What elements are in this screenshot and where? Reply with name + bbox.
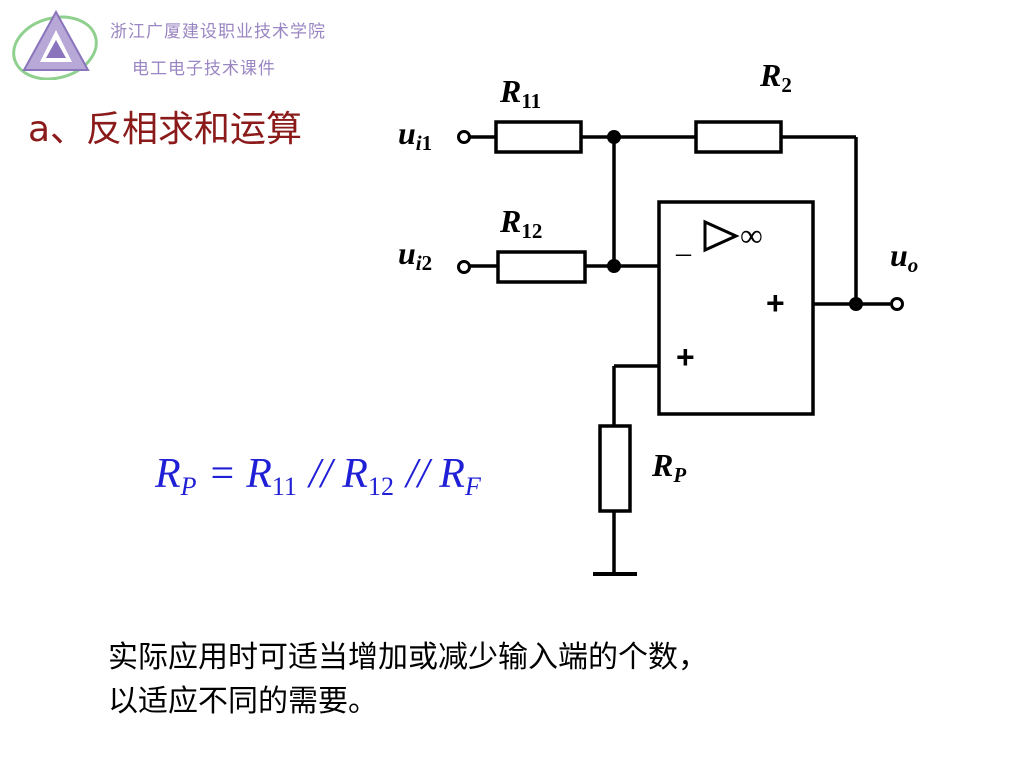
note-line-1: 实际应用时可适当增加或减少输入端的个数，: [108, 640, 708, 675]
label-r2: R2: [759, 57, 792, 97]
note-line-2: 以适应不同的需要。: [108, 684, 378, 719]
terminal-ui2: [457, 260, 471, 274]
resistor-r2: [694, 120, 783, 154]
resistor-rp: [598, 424, 632, 513]
label-ui2: ui2: [398, 235, 432, 275]
section-title: a、反相求和运算: [28, 109, 303, 150]
label-r12: R12: [499, 203, 542, 243]
junction-dot-output: [849, 297, 863, 311]
label-r11: R11: [499, 73, 541, 113]
label-uo: uo: [890, 237, 918, 277]
school-logo: [12, 9, 98, 80]
opamp-box: [657, 200, 815, 416]
label-ui1: ui1: [398, 115, 432, 155]
resistance-formula: RP=R11//R12//RF: [154, 451, 482, 501]
formula-parallel-1: //: [307, 451, 336, 497]
formula-equals: =: [211, 451, 235, 497]
opamp-plus-output: +: [766, 285, 785, 321]
junction-dot-minus: [607, 259, 621, 273]
school-name: 浙江广厦建设职业技术学院: [110, 22, 326, 42]
formula-rp: R: [154, 451, 181, 497]
course-name: 电工电子技术课件: [132, 59, 276, 79]
resistor-r12: [496, 250, 587, 284]
amplifier-triangle-icon: [703, 219, 740, 253]
svg-text:RP=R11//R12//RF: RP=R11//R12//RF: [154, 451, 482, 501]
terminal-ui1: [457, 130, 471, 144]
junction-dot-top: [607, 130, 621, 144]
opamp-infinity-sign: ∞: [740, 217, 763, 253]
opamp-minus-sign: –: [675, 236, 692, 269]
formula-parallel-2: //: [404, 451, 433, 497]
note-text: 实际应用时可适当增加或减少输入端的个数， 以适应不同的需要。: [108, 636, 708, 724]
terminal-uo: [890, 297, 904, 311]
resistor-r11: [494, 120, 583, 154]
opamp-plus-input: +: [676, 339, 695, 375]
label-rp: RP: [651, 447, 686, 487]
